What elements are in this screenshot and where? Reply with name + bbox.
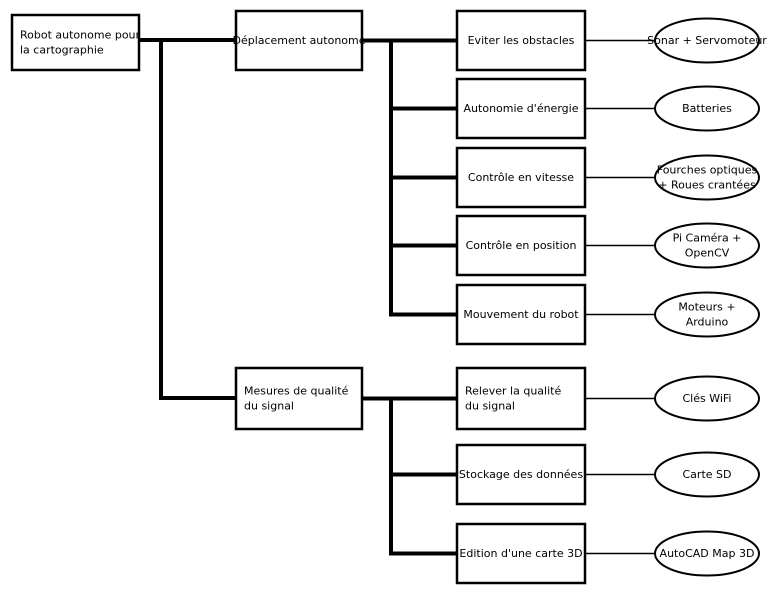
function-box-stockage-frame [455, 443, 587, 506]
node-label-line: Déplacement autonome [232, 34, 365, 47]
function-box-energie-frame [455, 77, 587, 140]
nodes: Robot autonome pour la cartographie Déplac… [10, 9, 767, 585]
node-label-line: Pi Caméra + [673, 232, 742, 245]
node-label-line: Batteries [682, 102, 732, 115]
root-box: Robot autonome pour la cartographie [10, 13, 141, 72]
function-box-edition: Edition d'une carte 3D [455, 522, 587, 585]
node-label-line: la cartographie [20, 44, 104, 57]
node-label-line: du signal [244, 400, 294, 413]
node-label-line: Eviter les obstacles [468, 34, 575, 47]
node-label-line: AutoCAD Map 3D [660, 547, 755, 560]
function-box-mouvement-frame [455, 283, 587, 346]
connectors [137, 38, 656, 556]
branch-box-deplacement-frame [234, 9, 364, 72]
node-label-line: Moteurs + [678, 301, 735, 314]
node-label-line: Robot autonome pour [20, 29, 141, 42]
node-label-line: Mouvement du robot [463, 308, 579, 321]
function-box-energie: Autonomie d'énergie [455, 77, 587, 140]
node-label-line: Arduino [686, 316, 729, 329]
function-box-position: Contrôle en position [455, 214, 587, 277]
node-label-line: + Roues crantées [658, 179, 756, 192]
solution-ellipse-edition: AutoCAD Map 3D [654, 530, 760, 577]
solution-ellipse-edition-outline [654, 530, 760, 577]
solution-ellipse-energie-outline [654, 85, 760, 132]
branch-box-mesures: Mesures de qualité du signal [234, 366, 364, 431]
node-label-line: Contrôle en position [466, 239, 577, 252]
function-box-vitesse: Contrôle en vitesse [455, 146, 587, 209]
function-box-position-frame [455, 214, 587, 277]
node-label-line: Clés WiFi [682, 392, 731, 405]
solution-ellipse-vitesse: Fourches optiques + Roues crantées [654, 154, 760, 201]
solution-ellipse-relever: Clés WiFi [654, 375, 760, 422]
function-box-stockage: Stockage des données [455, 443, 587, 506]
node-label-line: Edition d'une carte 3D [459, 547, 582, 560]
solution-ellipse-mouvement-outline [654, 291, 760, 338]
function-box-eviter: Eviter les obstacles [455, 9, 587, 72]
node-label-line: Autonomie d'énergie [464, 102, 579, 115]
solution-ellipse-relever-outline [654, 375, 760, 422]
node-label-line: Mesures de qualité [244, 385, 349, 398]
branch-box-deplacement: Déplacement autonome [232, 9, 366, 72]
solution-ellipse-position-outline [654, 222, 760, 269]
solution-ellipse-energie: Batteries [654, 85, 760, 132]
node-label-line: Relever la qualité [465, 385, 561, 398]
node-label-line: Sonar + Servomoteur [647, 34, 767, 47]
solution-ellipse-position: Pi Caméra + OpenCV [654, 222, 760, 269]
solution-ellipse-mouvement: Moteurs + Arduino [654, 291, 760, 338]
node-label-line: OpenCV [685, 247, 730, 260]
function-box-relever-frame [455, 366, 587, 431]
solution-ellipse-stockage: Carte SD [654, 451, 760, 498]
solution-ellipse-vitesse-outline [654, 154, 760, 201]
function-box-relever: Relever la qualité du signal [455, 366, 587, 431]
node-label-line: du signal [465, 400, 515, 413]
function-box-eviter-frame [455, 9, 587, 72]
solution-ellipse-stockage-outline [654, 451, 760, 498]
node-label-line: Contrôle en vitesse [468, 171, 574, 184]
function-box-edition-frame [455, 522, 587, 585]
solution-ellipse-eviter: Sonar + Servomoteur [647, 17, 767, 64]
solution-ellipse-eviter-outline [654, 17, 760, 64]
branch-box-mesures-frame [234, 366, 364, 431]
root-box-frame [10, 13, 141, 72]
node-label-line: Carte SD [683, 468, 732, 481]
node-label-line: Stockage des données [459, 468, 583, 481]
node-label-line: Fourches optiques [657, 164, 758, 177]
function-box-mouvement: Mouvement du robot [455, 283, 587, 346]
function-box-vitesse-frame [455, 146, 587, 209]
